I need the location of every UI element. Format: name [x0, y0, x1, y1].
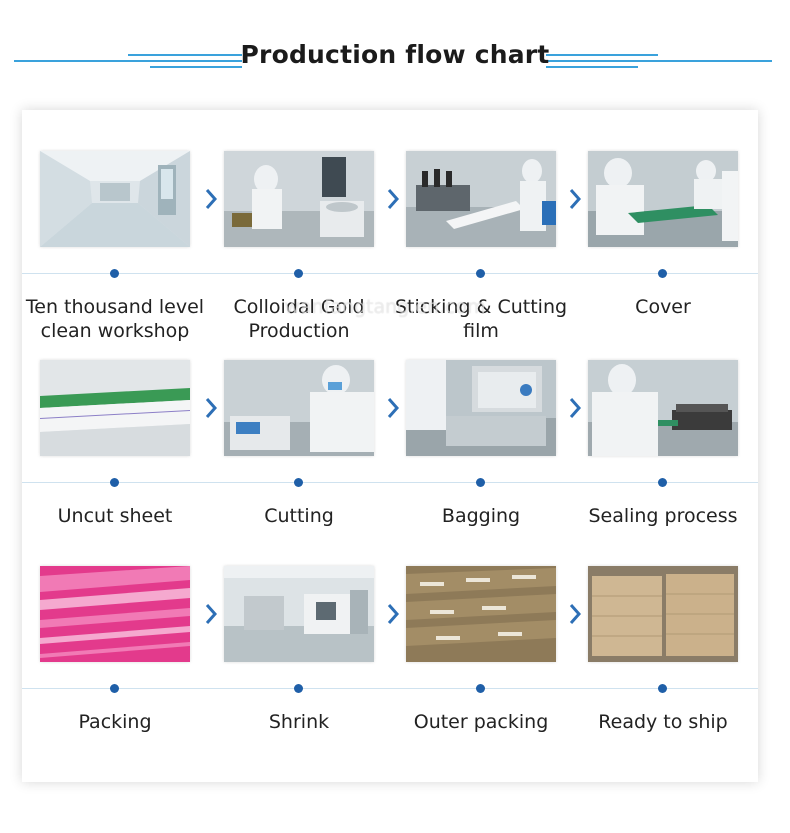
chevron-right-icon	[204, 396, 218, 420]
title-rule-right-1	[546, 60, 772, 62]
packing-photo	[40, 566, 190, 662]
header: Production flow chart	[0, 28, 790, 84]
timeline-line	[22, 273, 758, 274]
timeline-dot	[110, 269, 119, 278]
title-rule-left-1	[14, 60, 242, 62]
timeline-line	[22, 482, 758, 483]
step-label: Ready to ship	[598, 711, 728, 733]
timeline-dot	[476, 684, 485, 693]
chevron-right-icon	[568, 396, 582, 420]
timeline-dot	[476, 269, 485, 278]
outer-packing-photo	[406, 566, 556, 662]
step-label: Cover	[635, 296, 691, 318]
title-rule-right-2	[546, 54, 658, 56]
step-label: Ten thousand level clean workshop	[25, 296, 205, 342]
timeline-dot	[110, 684, 119, 693]
chevron-right-icon	[204, 602, 218, 626]
step-label: Sticking & Cutting film	[394, 296, 568, 342]
chevron-right-icon	[568, 602, 582, 626]
sticking-cutting-photo	[406, 151, 556, 247]
timeline-dot	[658, 269, 667, 278]
chevron-right-icon	[568, 187, 582, 211]
clean-workshop-photo	[40, 151, 190, 247]
step-label: Packing	[78, 711, 152, 733]
chevron-right-icon	[386, 187, 400, 211]
uncut-sheet-photo	[40, 360, 190, 456]
colloidal-gold-photo	[224, 151, 374, 247]
step-label: Bagging	[441, 505, 521, 527]
timeline-dot	[658, 684, 667, 693]
shrink-photo	[224, 566, 374, 662]
page-title: Production flow chart	[240, 40, 550, 69]
timeline-dot	[658, 478, 667, 487]
cutting-photo	[224, 360, 374, 456]
title-rule-left-3	[150, 66, 242, 68]
cover-photo	[588, 151, 738, 247]
watermark: wanfangtang.en.com	[284, 296, 486, 318]
chevron-right-icon	[386, 602, 400, 626]
sealing-photo	[588, 360, 738, 456]
timeline-dot	[294, 684, 303, 693]
chevron-right-icon	[386, 396, 400, 420]
step-label: Outer packing	[413, 711, 549, 733]
step-label: Sealing process	[588, 505, 738, 527]
timeline-dot	[110, 478, 119, 487]
step-label: Shrink	[268, 711, 330, 733]
bagging-photo	[406, 360, 556, 456]
step-label: Colloidal Gold Production	[233, 296, 365, 342]
timeline-dot	[294, 269, 303, 278]
title-rule-right-3	[546, 66, 638, 68]
flow-panel: Ten thousand level clean workshop Colloi…	[22, 110, 758, 782]
step-label: Cutting	[264, 505, 334, 527]
title-rule-left-2	[128, 54, 242, 56]
step-label: Uncut sheet	[57, 505, 173, 527]
timeline-dot	[294, 478, 303, 487]
timeline-line	[22, 688, 758, 689]
ready-to-ship-photo	[588, 566, 738, 662]
timeline-dot	[476, 478, 485, 487]
chevron-right-icon	[204, 187, 218, 211]
